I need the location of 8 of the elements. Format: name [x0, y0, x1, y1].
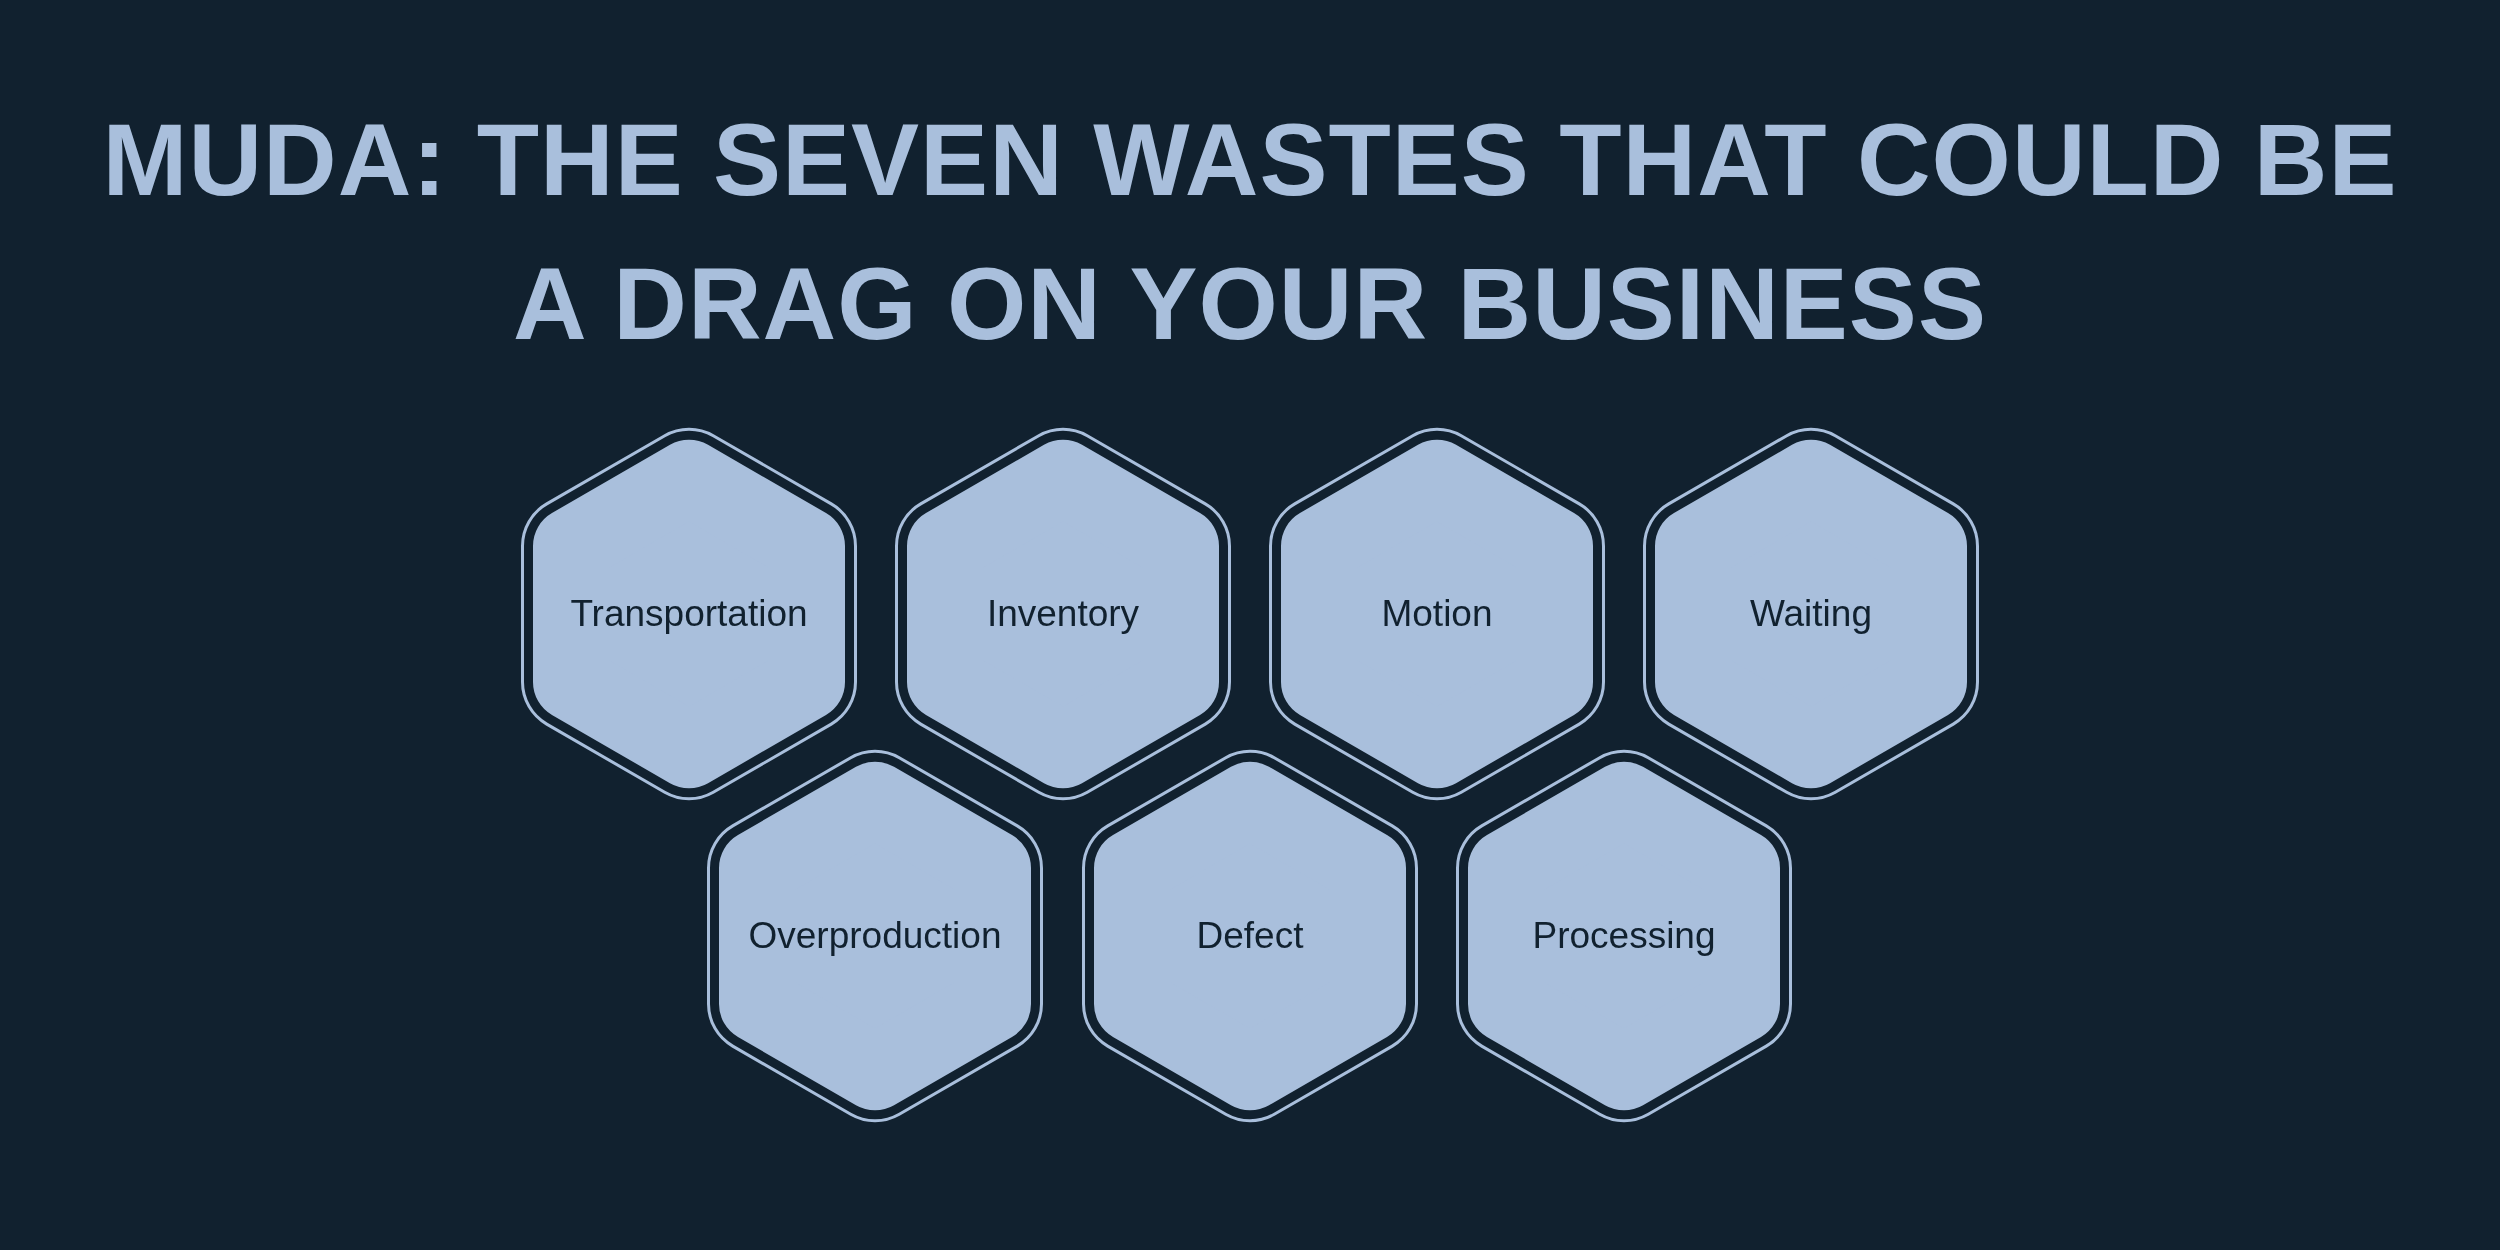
waste-label: Overproduction [747, 914, 1003, 958]
waste-label: Defect [1195, 914, 1305, 958]
waste-label: Transportation [569, 592, 809, 636]
waste-label: Motion [1380, 592, 1494, 636]
waste-label: Inventory [985, 592, 1141, 636]
waste-label: Processing [1531, 914, 1717, 958]
diagram-title: MUDA: THE SEVEN WASTES THAT COULD BE A DRAG ON YOUR BUSINESS [101, 102, 2399, 363]
waste-label: Waiting [1749, 592, 1873, 636]
